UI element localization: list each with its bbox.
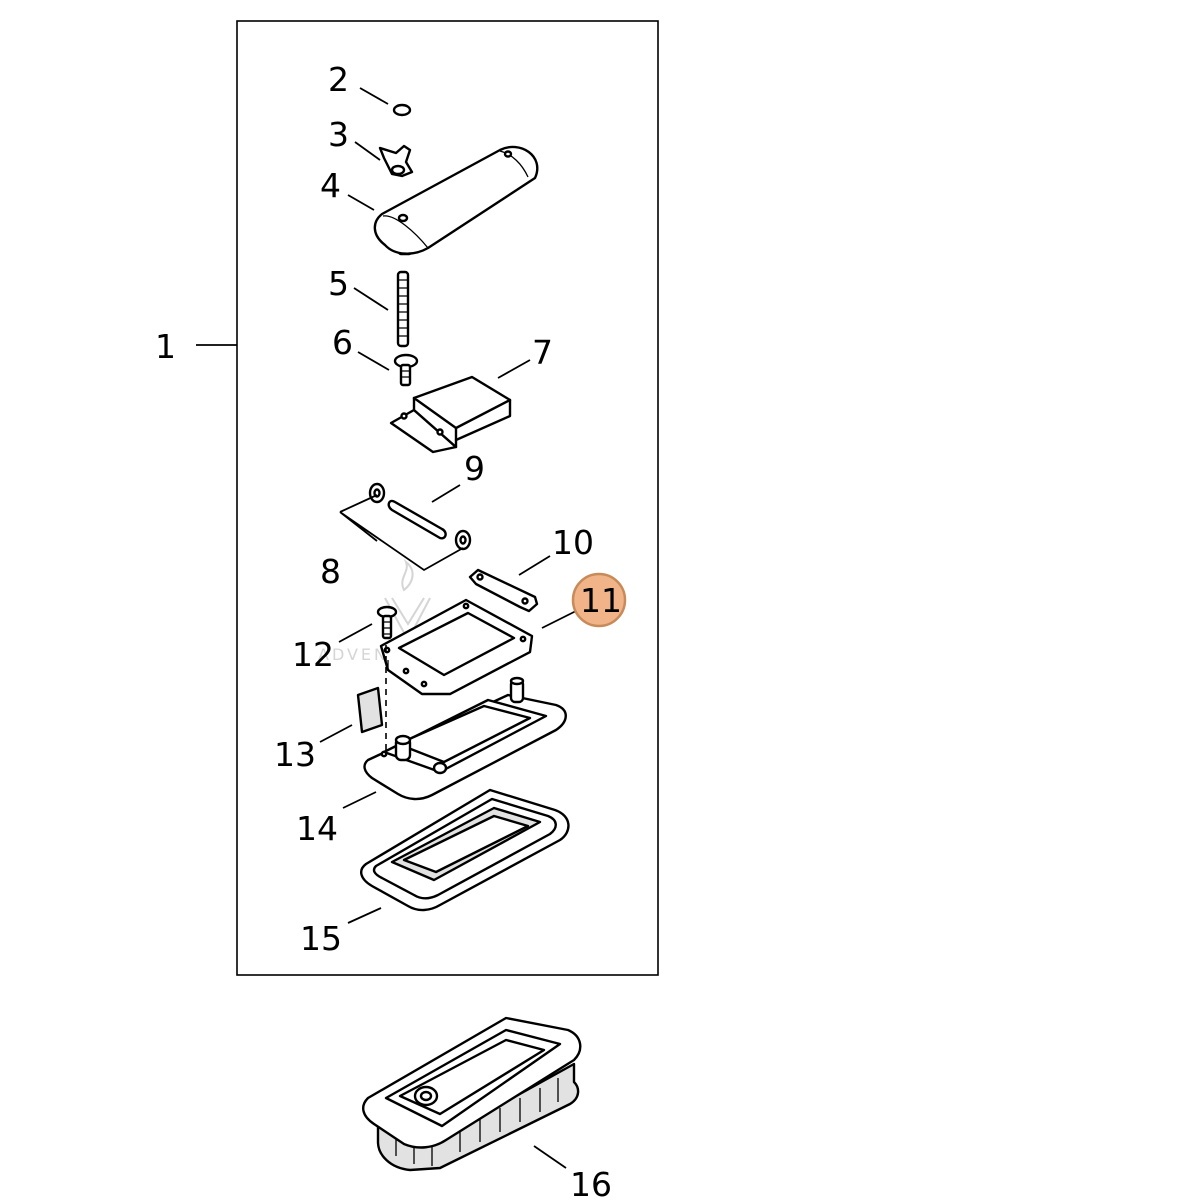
part-10-strap (468, 568, 539, 613)
part-11-gasket (379, 598, 534, 696)
callout-11[interactable]: 11 (580, 581, 622, 620)
callout-4[interactable]: 4 (320, 166, 341, 205)
callout-8[interactable]: 8 (320, 552, 341, 591)
part-5-threaded-stud (396, 270, 410, 348)
callout-12[interactable]: 12 (292, 635, 334, 674)
callout-3[interactable]: 3 (328, 115, 349, 154)
callout-labels: 1 2 3 4 5 6 7 8 9 10 11 12 13 14 15 16 (155, 60, 622, 1200)
part-12-screw (376, 605, 398, 640)
part-14-base-housing (363, 676, 567, 801)
part-2-o-ring (392, 103, 412, 117)
part-16-lower-housing (362, 1016, 582, 1172)
part-13-pad (356, 686, 384, 734)
callout-2[interactable]: 2 (328, 60, 349, 99)
callout-15[interactable]: 15 (300, 919, 342, 958)
part-15-rubber-seal (360, 788, 570, 912)
callout-10[interactable]: 10 (552, 523, 594, 562)
callout-1[interactable]: 1 (155, 327, 176, 366)
highlight-circle-11[interactable] (571, 572, 627, 628)
callout-5[interactable]: 5 (328, 264, 349, 303)
callout-9[interactable]: 9 (464, 449, 485, 488)
part-6-screw (393, 353, 419, 387)
leader-lines (196, 87, 579, 1169)
part-9-pin (387, 499, 447, 540)
callout-7[interactable]: 7 (532, 333, 553, 372)
callout-14[interactable]: 14 (296, 809, 338, 848)
part-3-wing-nut (378, 144, 414, 178)
callout-6[interactable]: 6 (332, 323, 353, 362)
callout-16[interactable]: 16 (570, 1165, 612, 1200)
assembly-frame (236, 20, 659, 976)
part-4-handle (373, 145, 539, 256)
callout-13[interactable]: 13 (274, 735, 316, 774)
part-7-plate (389, 375, 512, 454)
